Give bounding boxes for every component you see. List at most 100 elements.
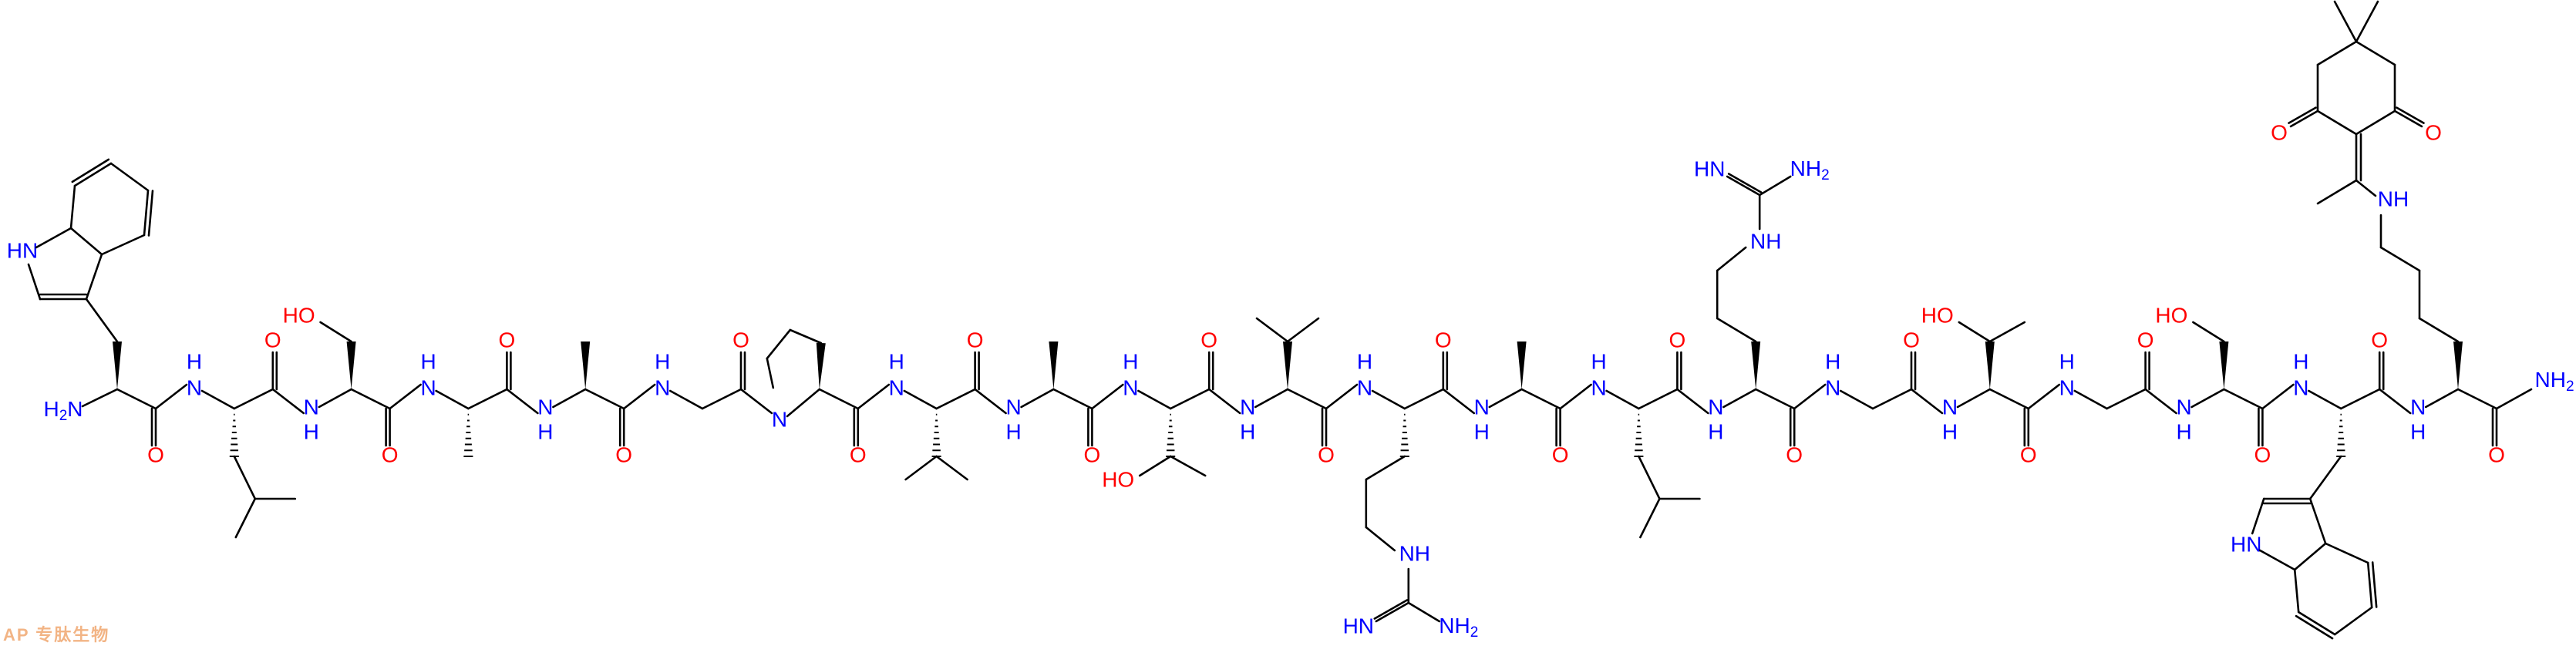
amide-n: N — [2176, 395, 2191, 419]
backbone-bond — [2456, 388, 2498, 410]
amide-h: H — [420, 349, 436, 373]
ketone-oxygen: O — [2271, 120, 2288, 144]
backbone-bond — [1871, 388, 1913, 410]
oxygen-atom: O — [382, 442, 399, 466]
side-chain-bond — [2316, 179, 2358, 205]
ring-bond — [69, 227, 103, 256]
backbone-bond — [1091, 383, 1124, 410]
ring-bond — [2293, 542, 2327, 571]
wedge-bond — [113, 342, 122, 389]
side-chain-bond — [2355, 179, 2377, 197]
side-chain-bond — [234, 497, 257, 539]
oxygen-atom: O — [850, 442, 867, 466]
backbone-bond — [1559, 383, 1592, 410]
amide-h: H — [2059, 349, 2075, 373]
backbone-bond — [2308, 389, 2342, 410]
amide-n: N — [1240, 395, 1255, 419]
ring-bond — [2355, 40, 2396, 66]
hash-bond — [931, 413, 941, 457]
ring-bond — [2333, 606, 2373, 636]
backbone-bond — [786, 388, 821, 418]
amide-h: H — [1005, 419, 1021, 443]
side-chain-bond — [1407, 601, 1441, 623]
imine-bond — [1727, 173, 1763, 193]
amide-h: H — [187, 349, 202, 373]
backbone-bond — [1676, 388, 1709, 415]
amide-n: N — [304, 395, 319, 419]
backbone-bond — [2027, 383, 2061, 410]
amide-h: H — [1357, 349, 1372, 373]
oxygen-atom: O — [615, 442, 632, 466]
side-chain-bond — [1365, 526, 1396, 552]
backbone-bond — [435, 389, 470, 410]
backbone-bond — [818, 388, 860, 410]
ring-bond — [35, 227, 72, 249]
backbone-bond — [1520, 388, 1561, 410]
amide-n: N — [420, 375, 436, 399]
hydroxyl-group: HO — [2155, 303, 2187, 327]
side-chain-bond — [1286, 317, 1320, 343]
oxygen-atom: O — [499, 328, 516, 352]
backbone-bond — [2261, 383, 2295, 410]
amide-n: N — [1591, 375, 1606, 399]
backbone-bond — [2424, 388, 2460, 409]
amide-h: H — [1825, 349, 1840, 373]
oxygen-atom: O — [1318, 442, 1335, 466]
backbone-bond — [857, 383, 891, 410]
methyl-bond — [2333, 0, 2358, 43]
backbone-bond — [1169, 388, 1211, 410]
backbone-bond — [318, 388, 352, 409]
amide-h: H — [2176, 419, 2191, 443]
guanidine-amine: NH2 — [1439, 614, 1478, 641]
proline-n: N — [772, 407, 787, 431]
wedge-bond — [1049, 342, 1059, 389]
ring-bond — [2295, 614, 2334, 640]
oxygen-atom: O — [1786, 442, 1803, 466]
backbone-bond — [1207, 388, 1241, 415]
wedge-bond — [1751, 342, 1761, 389]
side-chain-bond — [1988, 321, 2026, 343]
backbone-bond — [1286, 388, 1328, 410]
oxygen-atom: O — [967, 328, 984, 352]
oxygen-atom: O — [1435, 328, 1452, 352]
oxygen-atom: O — [1084, 442, 1101, 466]
backbone-bond — [233, 388, 274, 410]
amide-n: N — [889, 375, 904, 399]
amide-n: N — [1005, 395, 1021, 419]
side-chain-bond — [904, 455, 938, 481]
ring-bond — [100, 234, 146, 256]
amide-h: H — [1240, 419, 1255, 443]
hash-bond — [229, 413, 239, 457]
hash-bond — [1399, 413, 1409, 457]
terminal-bond — [2495, 388, 2533, 410]
backbone-bond — [389, 383, 422, 410]
indole-nh: HN — [7, 238, 38, 262]
dde-nh: NH — [2378, 187, 2409, 210]
backbone-bond — [1793, 383, 1827, 410]
oxygen-atom: O — [264, 328, 281, 352]
imine-bond — [1726, 175, 1761, 197]
amide-n: N — [2410, 395, 2426, 419]
guanidine-imine: HN — [1694, 156, 1725, 180]
ring-bond — [2316, 40, 2358, 66]
wedge-bond — [346, 342, 356, 389]
backbone-bond — [1052, 388, 1093, 410]
ring-bond — [2297, 611, 2336, 636]
amide-h: H — [1591, 349, 1606, 373]
backbone-bond — [1988, 388, 2030, 410]
oxygen-atom: O — [1669, 328, 1686, 352]
backbone-bond — [1137, 389, 1172, 410]
amide-n: N — [2293, 375, 2308, 399]
guanidine-nh: NH — [1399, 541, 1430, 565]
backbone-bond — [271, 388, 305, 415]
ring-bond — [2371, 561, 2378, 608]
guanidine-nh: NH — [1750, 229, 1781, 253]
backbone-bond — [2144, 388, 2177, 415]
backbone-bond — [584, 388, 625, 410]
amide-h: H — [304, 419, 319, 443]
wedge-bond — [816, 342, 826, 389]
amide-n: N — [2059, 375, 2075, 399]
ring-bond — [2324, 542, 2369, 564]
watermark-logo: AP 专肽生物 — [3, 625, 110, 644]
backbone-bond — [1020, 388, 1055, 409]
